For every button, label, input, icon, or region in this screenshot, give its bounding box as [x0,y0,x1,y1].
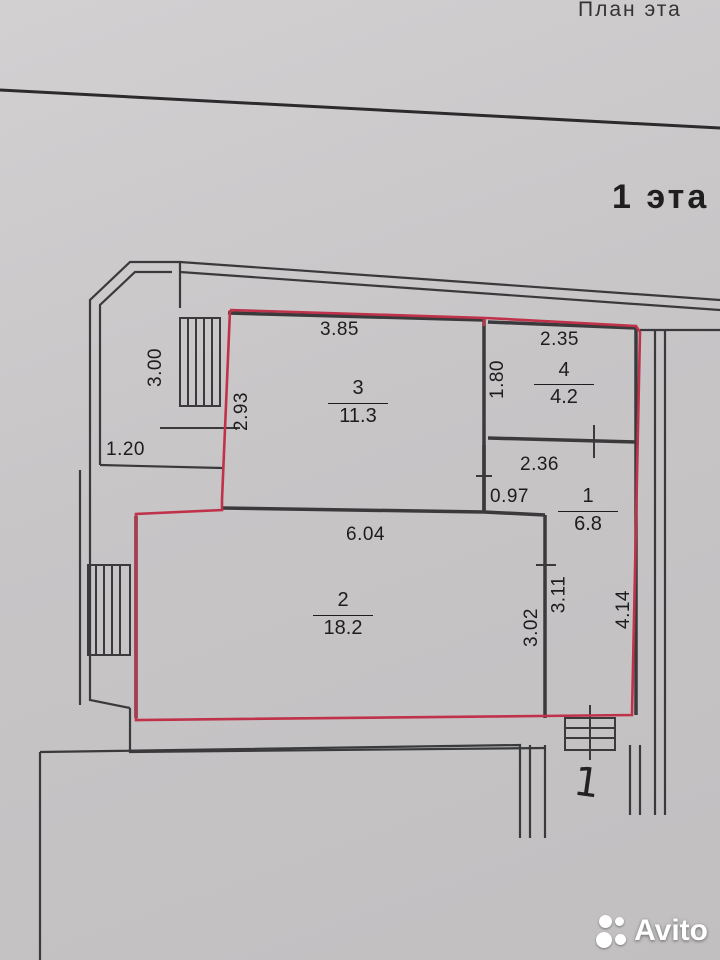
apartment-outline [134,308,642,722]
room-1-number: 1 [582,485,594,507]
dimension-ticks [160,425,595,566]
dim-balcony-width: 1.20 [106,439,145,460]
dim-room4-length: 1.80 [486,360,508,399]
dim-room1-length-inner: 3.11 [548,575,570,614]
dim-room1-length-outer: 4.14 [612,590,634,629]
header-separator-line [0,88,720,130]
room-3-number: 3 [352,377,364,399]
room-1-area: 6.8 [558,511,618,534]
outer-walls [38,260,720,960]
room-3-area: 11.3 [328,403,388,426]
dim-room2-width: 6.04 [346,524,385,545]
stairs-upper [179,317,221,407]
floor-title: 1 эта [612,178,710,216]
entrance-steps [564,705,616,760]
dim-room2-length: 3.02 [520,608,542,647]
room-4-area: 4.2 [534,384,594,407]
dim-balcony-length: 3.00 [144,348,166,387]
plan-header-title: План эта [578,0,682,21]
room-2-number: 2 [337,589,349,611]
dim-corridor-width: 0.97 [490,486,529,507]
dim-room3-length: 2.93 [230,392,252,431]
dim-room1-width: 2.36 [520,454,559,475]
avito-watermark: Avito [594,914,708,948]
room-4-number: 4 [558,359,570,381]
dim-room4-width: 2.35 [540,329,579,350]
dim-room3-width: 3.85 [320,319,359,340]
stairs-lower [87,564,131,656]
watermark-text: Avito [634,914,708,947]
room-2-area: 18.2 [313,615,373,638]
avito-logo-icon [594,914,628,948]
